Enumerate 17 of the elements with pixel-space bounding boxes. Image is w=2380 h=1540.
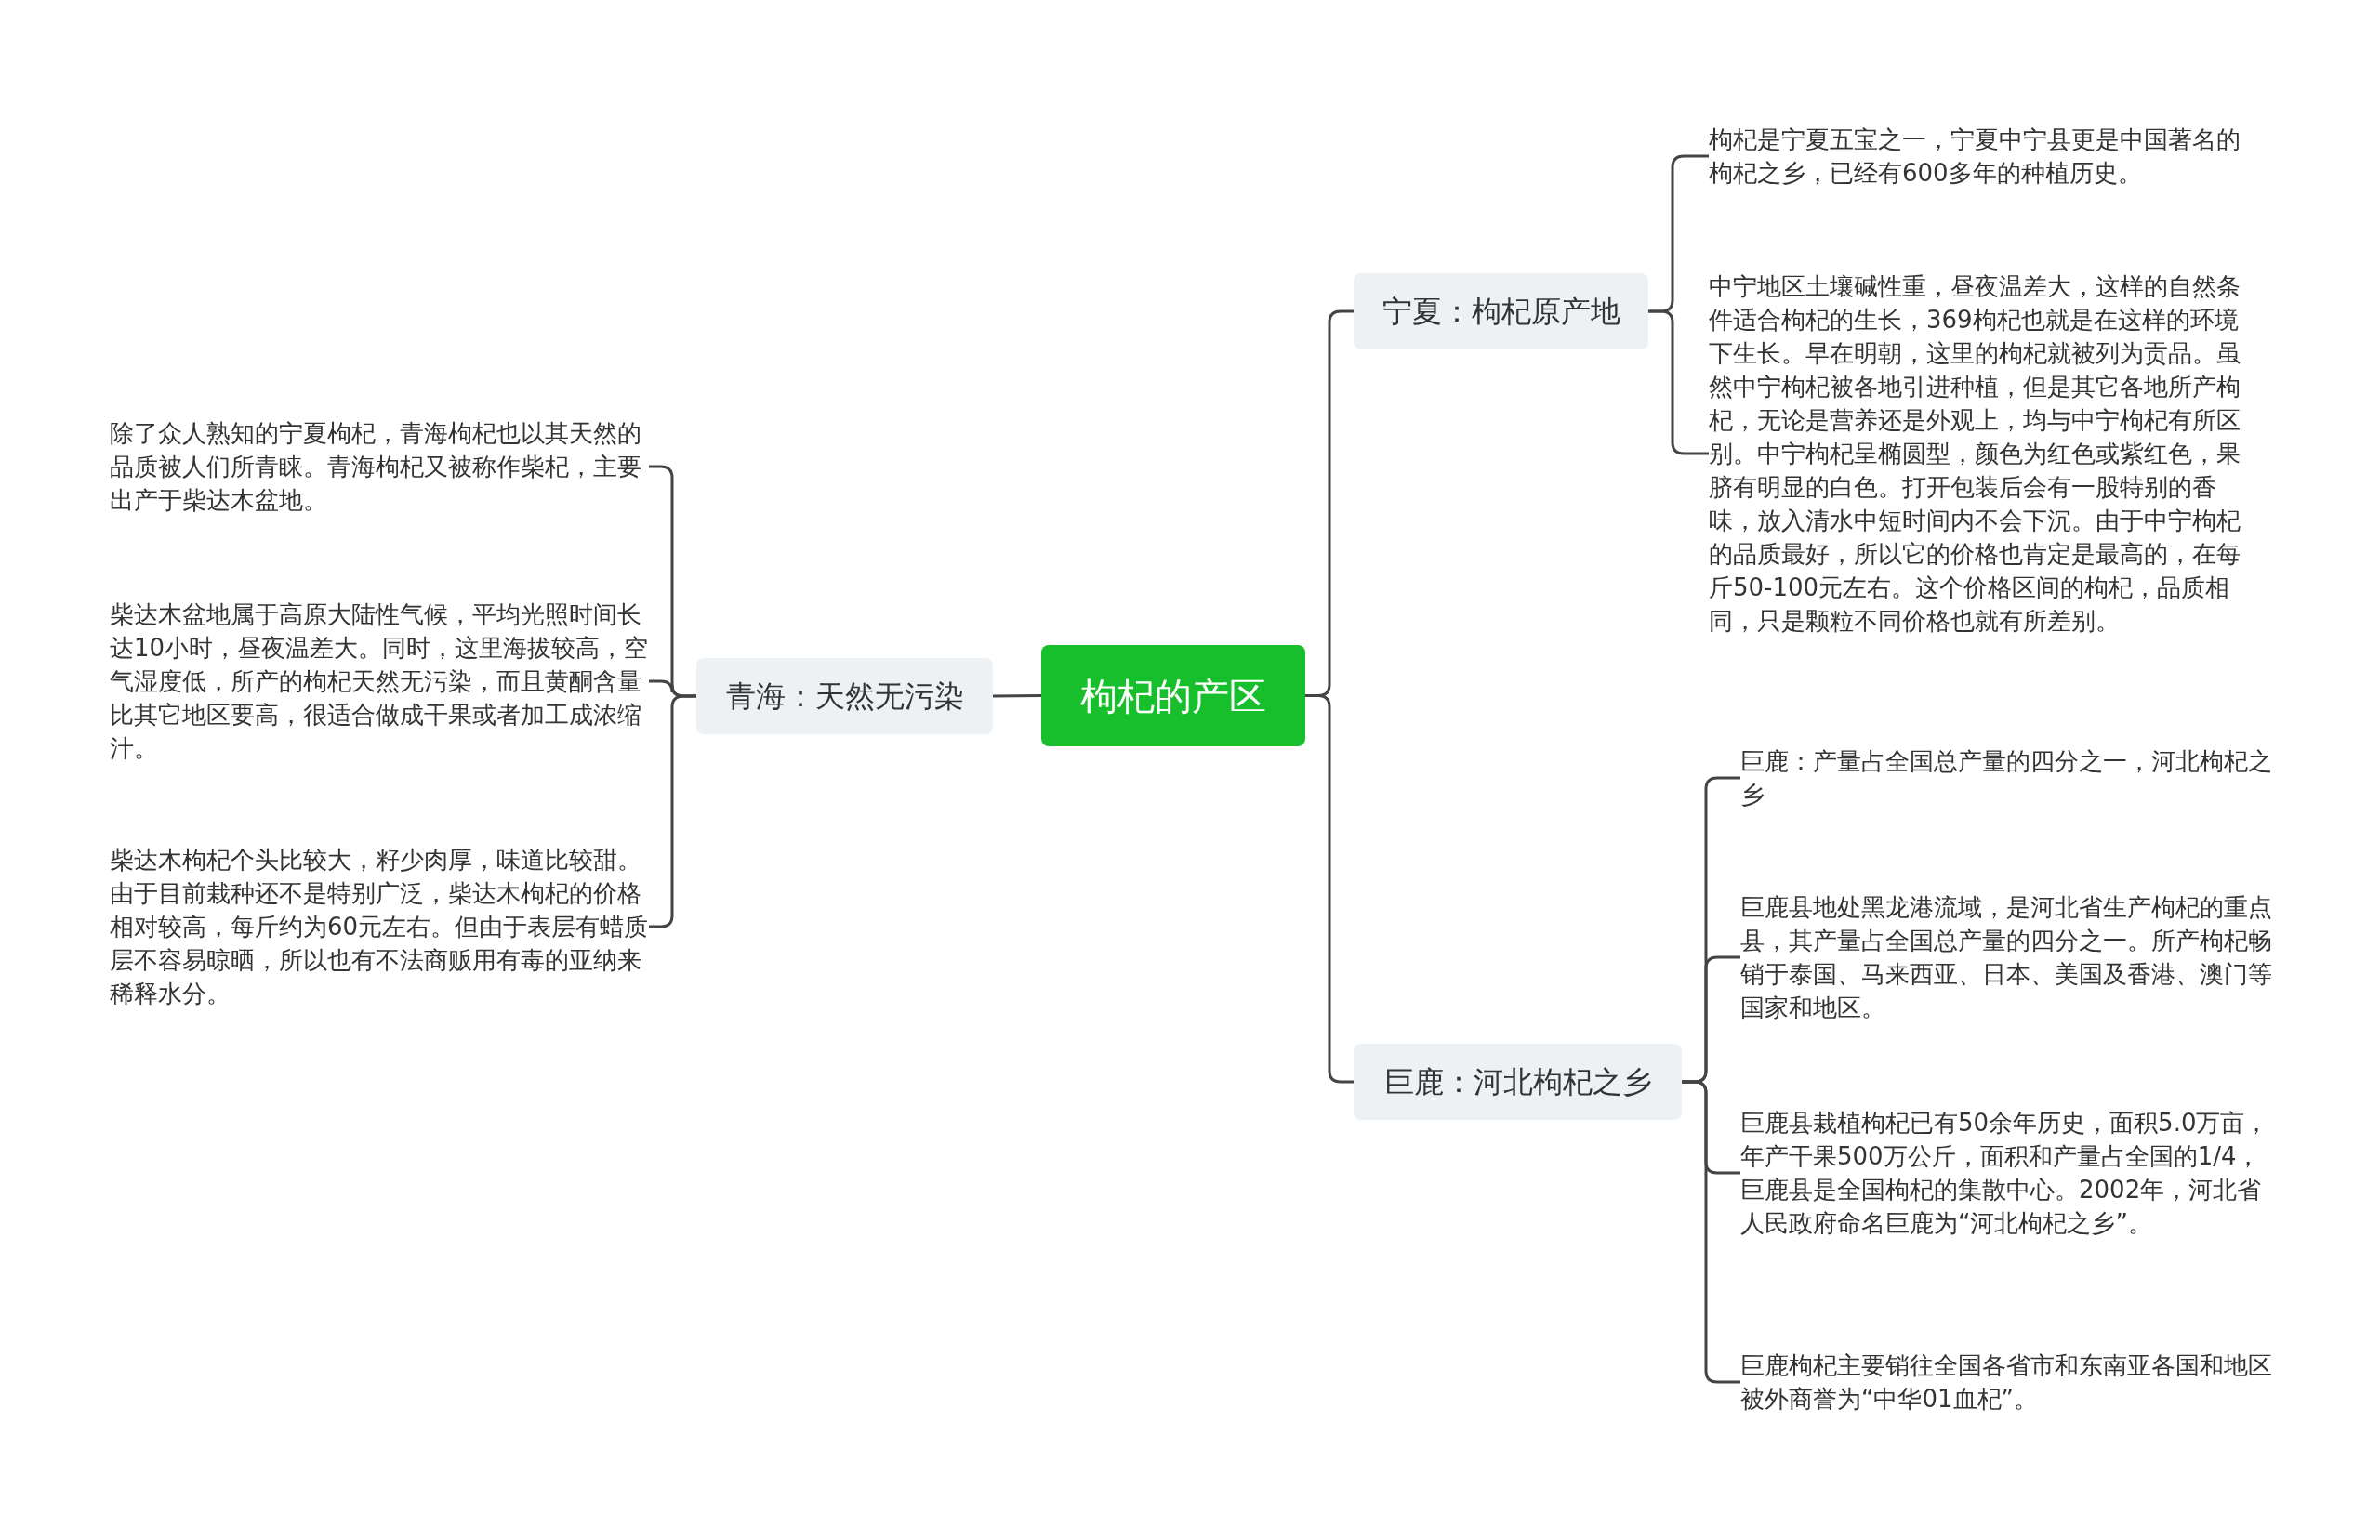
leaf-text: 除了众人熟知的宁夏枸杞，青海枸杞也以其天然的品质被人们所青睐。青海枸杞又被称作柴杞，主要出产于柴达木盆地。: [110, 416, 649, 517]
leaf-text: 枸杞是宁夏五宝之一，宁夏中宁县更是中国著名的枸杞之乡，已经有600多年的种植历史。: [1709, 123, 2248, 190]
branch-topic: 青海：天然无污染: [696, 658, 993, 734]
branch-topic: 巨鹿：河北枸杞之乡: [1354, 1044, 1682, 1120]
central-topic: 枸杞的产区: [1041, 645, 1305, 746]
connector-line: [1648, 309, 1709, 455]
leaf-text: 巨鹿：产量占全国总产量的四分之一，河北枸杞之乡: [1740, 744, 2280, 811]
leaf-text: 巨鹿枸杞主要销往全国各省市和东南亚各国和地区被外商誉为“中华01血杞”。: [1740, 1349, 2280, 1415]
connector-line: [993, 694, 1041, 698]
leaf-text: 巨鹿县地处黑龙港流域，是河北省生产枸杞的重点县，其产量占全国总产量的四分之一。所产枸杞畅销于泰国、马来西亚、日本、美国及香港、澳门等国家和地区。: [1740, 890, 2280, 1024]
connector-line: [1682, 1080, 1740, 1384]
connector-line: [1305, 694, 1354, 1084]
leaf-text: 柴达木枸杞个头比较大，籽少肉厚，味道比较甜。由于目前栽种还不是特别广泛，柴达木枸杞的价格相对较高，每斤约为60元左右。但由于表层有蜡质层不容易晾晒，所以也有不法商贩用有毒的亚纳来稀释水分。: [110, 843, 649, 1010]
branch-topic: 宁夏：枸杞原产地: [1354, 273, 1648, 349]
leaf-text: 中宁地区土壤碱性重，昼夜温差大，这样的自然条件适合枸杞的生长，369枸杞也就是在这样的环境下生长。早在明朝，这里的枸杞就被列为贡品。虽然中宁枸杞被各地引进种植，但是其它各地所产枸杞，无论是营养还是外观上，均与中宁枸杞有所区别。中宁枸杞呈椭圆型，颜色为红色或紫红色，果脐有明显的白色。打开包装后会有一股特别的香味，放入清水中短时间内不会下沉。由于中宁枸杞的品质最好，所以它的价格也肯定是最高的，在每斤50-100元左右。这个价格区间的枸杞，品质相同，只是颗粒不同价格也就有所差别。: [1709, 270, 2248, 638]
leaf-text: 巨鹿县栽植枸杞已有50余年历史，面积5.0万亩，年产干果500万公斤，面积和产量占全国的1/4，巨鹿县是全国枸杞的集散中心。2002年，河北省人民政府命名巨鹿为“河北枸杞之乡”。: [1740, 1106, 2280, 1240]
leaf-text: 柴达木盆地属于高原大陆性气候，平均光照时间长达10小时，昼夜温差大。同时，这里海拔较高，空气湿度低，所产的枸杞天然无污染，而且黄酮含量比其它地区要高，很适合做成干果或者加工成浓缩汁。: [110, 598, 649, 765]
